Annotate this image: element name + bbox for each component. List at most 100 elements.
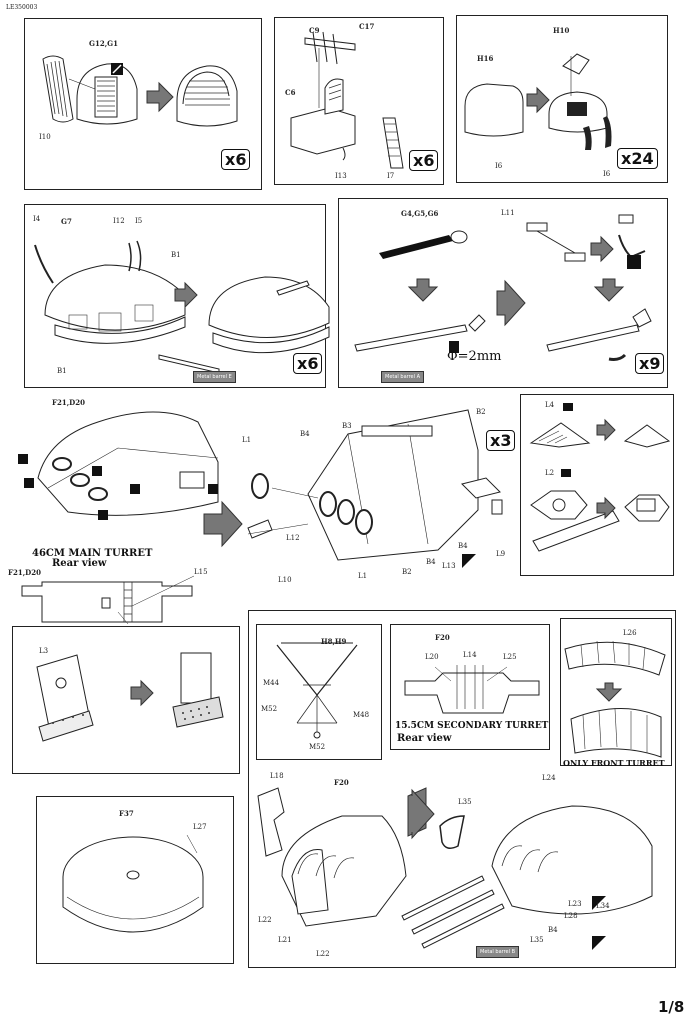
step-10-drawing — [62, 834, 204, 933]
part-label: H8,H9 — [321, 637, 347, 646]
part-label: M52 — [309, 743, 326, 751]
step-7-drawing — [529, 403, 671, 552]
part-label: L23 — [568, 900, 582, 908]
part-label: L34 — [596, 902, 610, 910]
main-turret-subtitle: Rear view — [52, 558, 107, 569]
multiplier-badge: x6 — [293, 353, 323, 374]
part-label: B3 — [342, 422, 352, 430]
part-label: L2 — [545, 469, 555, 477]
metal-barrel-tag: Metal barrel E — [193, 371, 236, 383]
step-3-panel: H10 H16 I6 I6 x24 — [456, 15, 668, 183]
part-label: L15 — [194, 568, 208, 576]
step-1-drawing — [42, 55, 238, 127]
step-8-area: F21,D20 L15 — [8, 566, 240, 626]
step-13-drawing — [564, 640, 666, 758]
metal-barrel-tag: Metal barrel A — [381, 371, 425, 383]
part-label: M44 — [263, 679, 280, 687]
step-2-drawing — [290, 31, 404, 169]
step-2-panel: C17 C9 C6 I13 I7 x6 — [274, 17, 444, 185]
part-label: L3 — [39, 647, 49, 655]
step-10-panel: F37 L27 — [36, 796, 234, 964]
part-label: C17 — [359, 22, 375, 31]
part-label: F20 — [334, 778, 349, 787]
multiplier-badge: x9 — [635, 353, 665, 374]
part-label: G7 — [61, 217, 72, 226]
part-label: I4 — [33, 215, 41, 223]
part-label: L26 — [623, 629, 637, 637]
part-label: L14 — [463, 651, 477, 659]
part-label: L18 — [270, 772, 284, 780]
multiplier-badge: x6 — [409, 150, 439, 171]
secondary-turret-title: 15.5CM SECONDARY TURRET — [395, 721, 549, 731]
part-label: F20 — [435, 633, 450, 642]
part-label: B2 — [402, 568, 412, 576]
part-label: C6 — [285, 88, 296, 97]
step-11-panel: H8,H9 M44 M52 M48 M52 — [256, 624, 382, 760]
part-label: B4 — [426, 558, 436, 566]
step-8-drawing — [21, 575, 195, 625]
part-label: L21 — [278, 936, 292, 944]
step-4-panel: I4 G7 I12 I5 B1 B1 Metal barrel E x6 — [24, 204, 330, 388]
part-label: L25 — [503, 653, 517, 661]
step-4-drawing — [34, 240, 330, 374]
part-label: L13 — [442, 562, 456, 570]
part-label: B1 — [57, 367, 67, 375]
page-number: 1/8 — [658, 998, 685, 1016]
part-label: G12,G1 — [89, 39, 119, 48]
part-label: I7 — [387, 172, 395, 180]
step-6-drawing — [18, 411, 219, 520]
part-label: L24 — [542, 774, 556, 782]
part-label: I5 — [135, 217, 143, 225]
step-3-drawing — [464, 53, 612, 150]
part-label: L4 — [545, 401, 555, 409]
main-turret-title: 46CM MAIN TURRET — [32, 548, 153, 559]
part-label: B2 — [476, 408, 486, 416]
part-label: M48 — [353, 711, 370, 719]
step-12-drawing — [404, 665, 540, 714]
diameter-note: Φ=2mm — [447, 349, 502, 364]
step-7-panel: L4 L2 — [520, 394, 674, 576]
step-1-panel: G12,G1 I10 x6 — [24, 18, 262, 190]
part-label: I6 — [603, 170, 611, 178]
part-label: H16 — [477, 54, 494, 63]
part-label: B4 — [458, 542, 468, 550]
part-label: F37 — [119, 809, 134, 818]
part-label: L12 — [286, 534, 300, 542]
step-11-drawing — [276, 642, 358, 739]
part-label: C9 — [309, 26, 320, 35]
multiplier-badge: x6 — [221, 149, 251, 170]
multiplier-badge: x3 — [486, 430, 516, 451]
part-label: F21,D20 — [52, 398, 85, 407]
part-label: L22 — [258, 916, 272, 924]
step-5-panel: G4,G5,G6 L11 Φ=2mm Metal barrel A x9 — [338, 198, 668, 388]
step-6-exploded: L1 B4 B3 B2 L12 L10 L1 B2 B4 B4 L13 L9 x… — [238, 404, 518, 584]
part-label: I12 — [113, 217, 125, 225]
part-label: G4,G5,G6 — [401, 209, 439, 218]
document-code: LE350003 — [6, 4, 38, 11]
part-label: L35 — [530, 936, 544, 944]
multiplier-badge: x24 — [617, 148, 658, 169]
part-label: L10 — [278, 576, 292, 584]
step-6-exploded-drawing — [247, 409, 503, 568]
step-9-panel: L3 — [12, 626, 240, 774]
part-label: L28 — [564, 912, 578, 920]
part-label: L1 — [242, 436, 252, 444]
part-label: L27 — [193, 823, 207, 831]
part-label: L9 — [496, 550, 506, 558]
part-label: I13 — [335, 172, 347, 180]
part-label: I10 — [39, 133, 51, 141]
part-label: H10 — [553, 26, 570, 35]
part-label: L11 — [501, 209, 515, 217]
part-label: M52 — [261, 705, 278, 713]
part-label: B4 — [300, 430, 310, 438]
step-5-drawing — [354, 214, 652, 361]
part-label: L35 — [458, 798, 472, 806]
part-label: L20 — [425, 653, 439, 661]
part-label: L1 — [358, 572, 368, 580]
part-label: L22 — [316, 950, 330, 958]
step-12-panel: F20 L20 L14 L25 15.5CM SECONDARY TURRET … — [390, 624, 550, 750]
secondary-turret-subtitle: Rear view — [397, 733, 452, 744]
step-14-drawing — [257, 787, 653, 950]
part-label: I6 — [495, 162, 503, 170]
only-front-turret-note: ONLY FRONT TURRET — [563, 758, 665, 768]
